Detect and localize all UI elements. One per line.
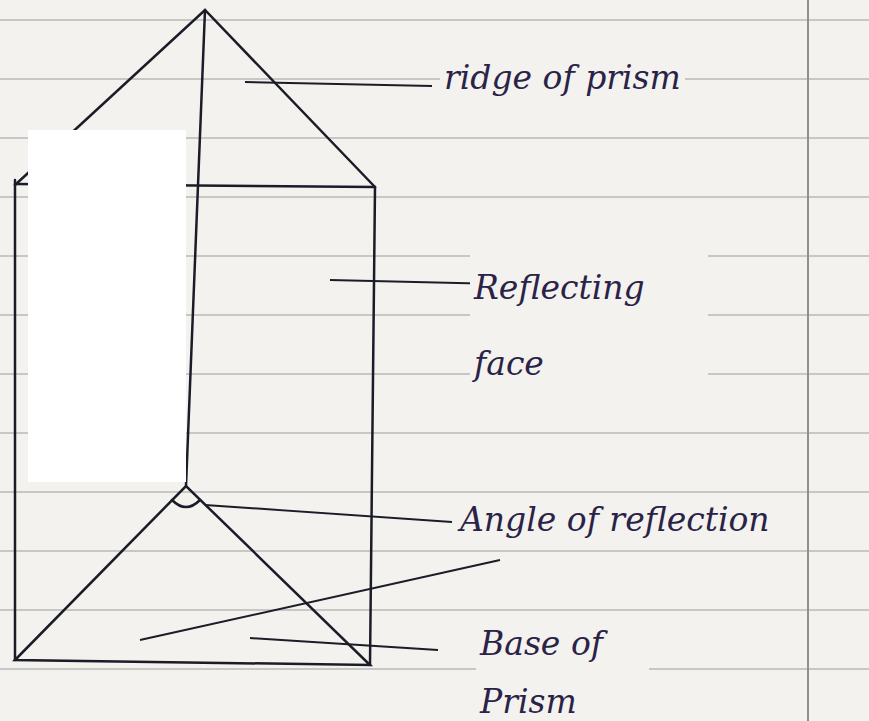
ruled-line — [0, 668, 869, 670]
part-label: ridge of prism — [440, 58, 685, 98]
ruled-lines — [0, 20, 869, 669]
blank-patch — [28, 130, 186, 482]
ruled-line — [0, 19, 869, 21]
part-label: Angle of reflection — [456, 500, 774, 540]
margin-line — [807, 0, 809, 721]
ruled-line — [0, 609, 869, 611]
leader-lines — [140, 82, 500, 650]
part-label: Base of Prism — [476, 615, 649, 721]
ruled-line — [0, 491, 869, 493]
prism-outline — [15, 10, 375, 665]
ruled-line — [0, 550, 869, 552]
part-label: Reflecting face — [470, 250, 708, 402]
